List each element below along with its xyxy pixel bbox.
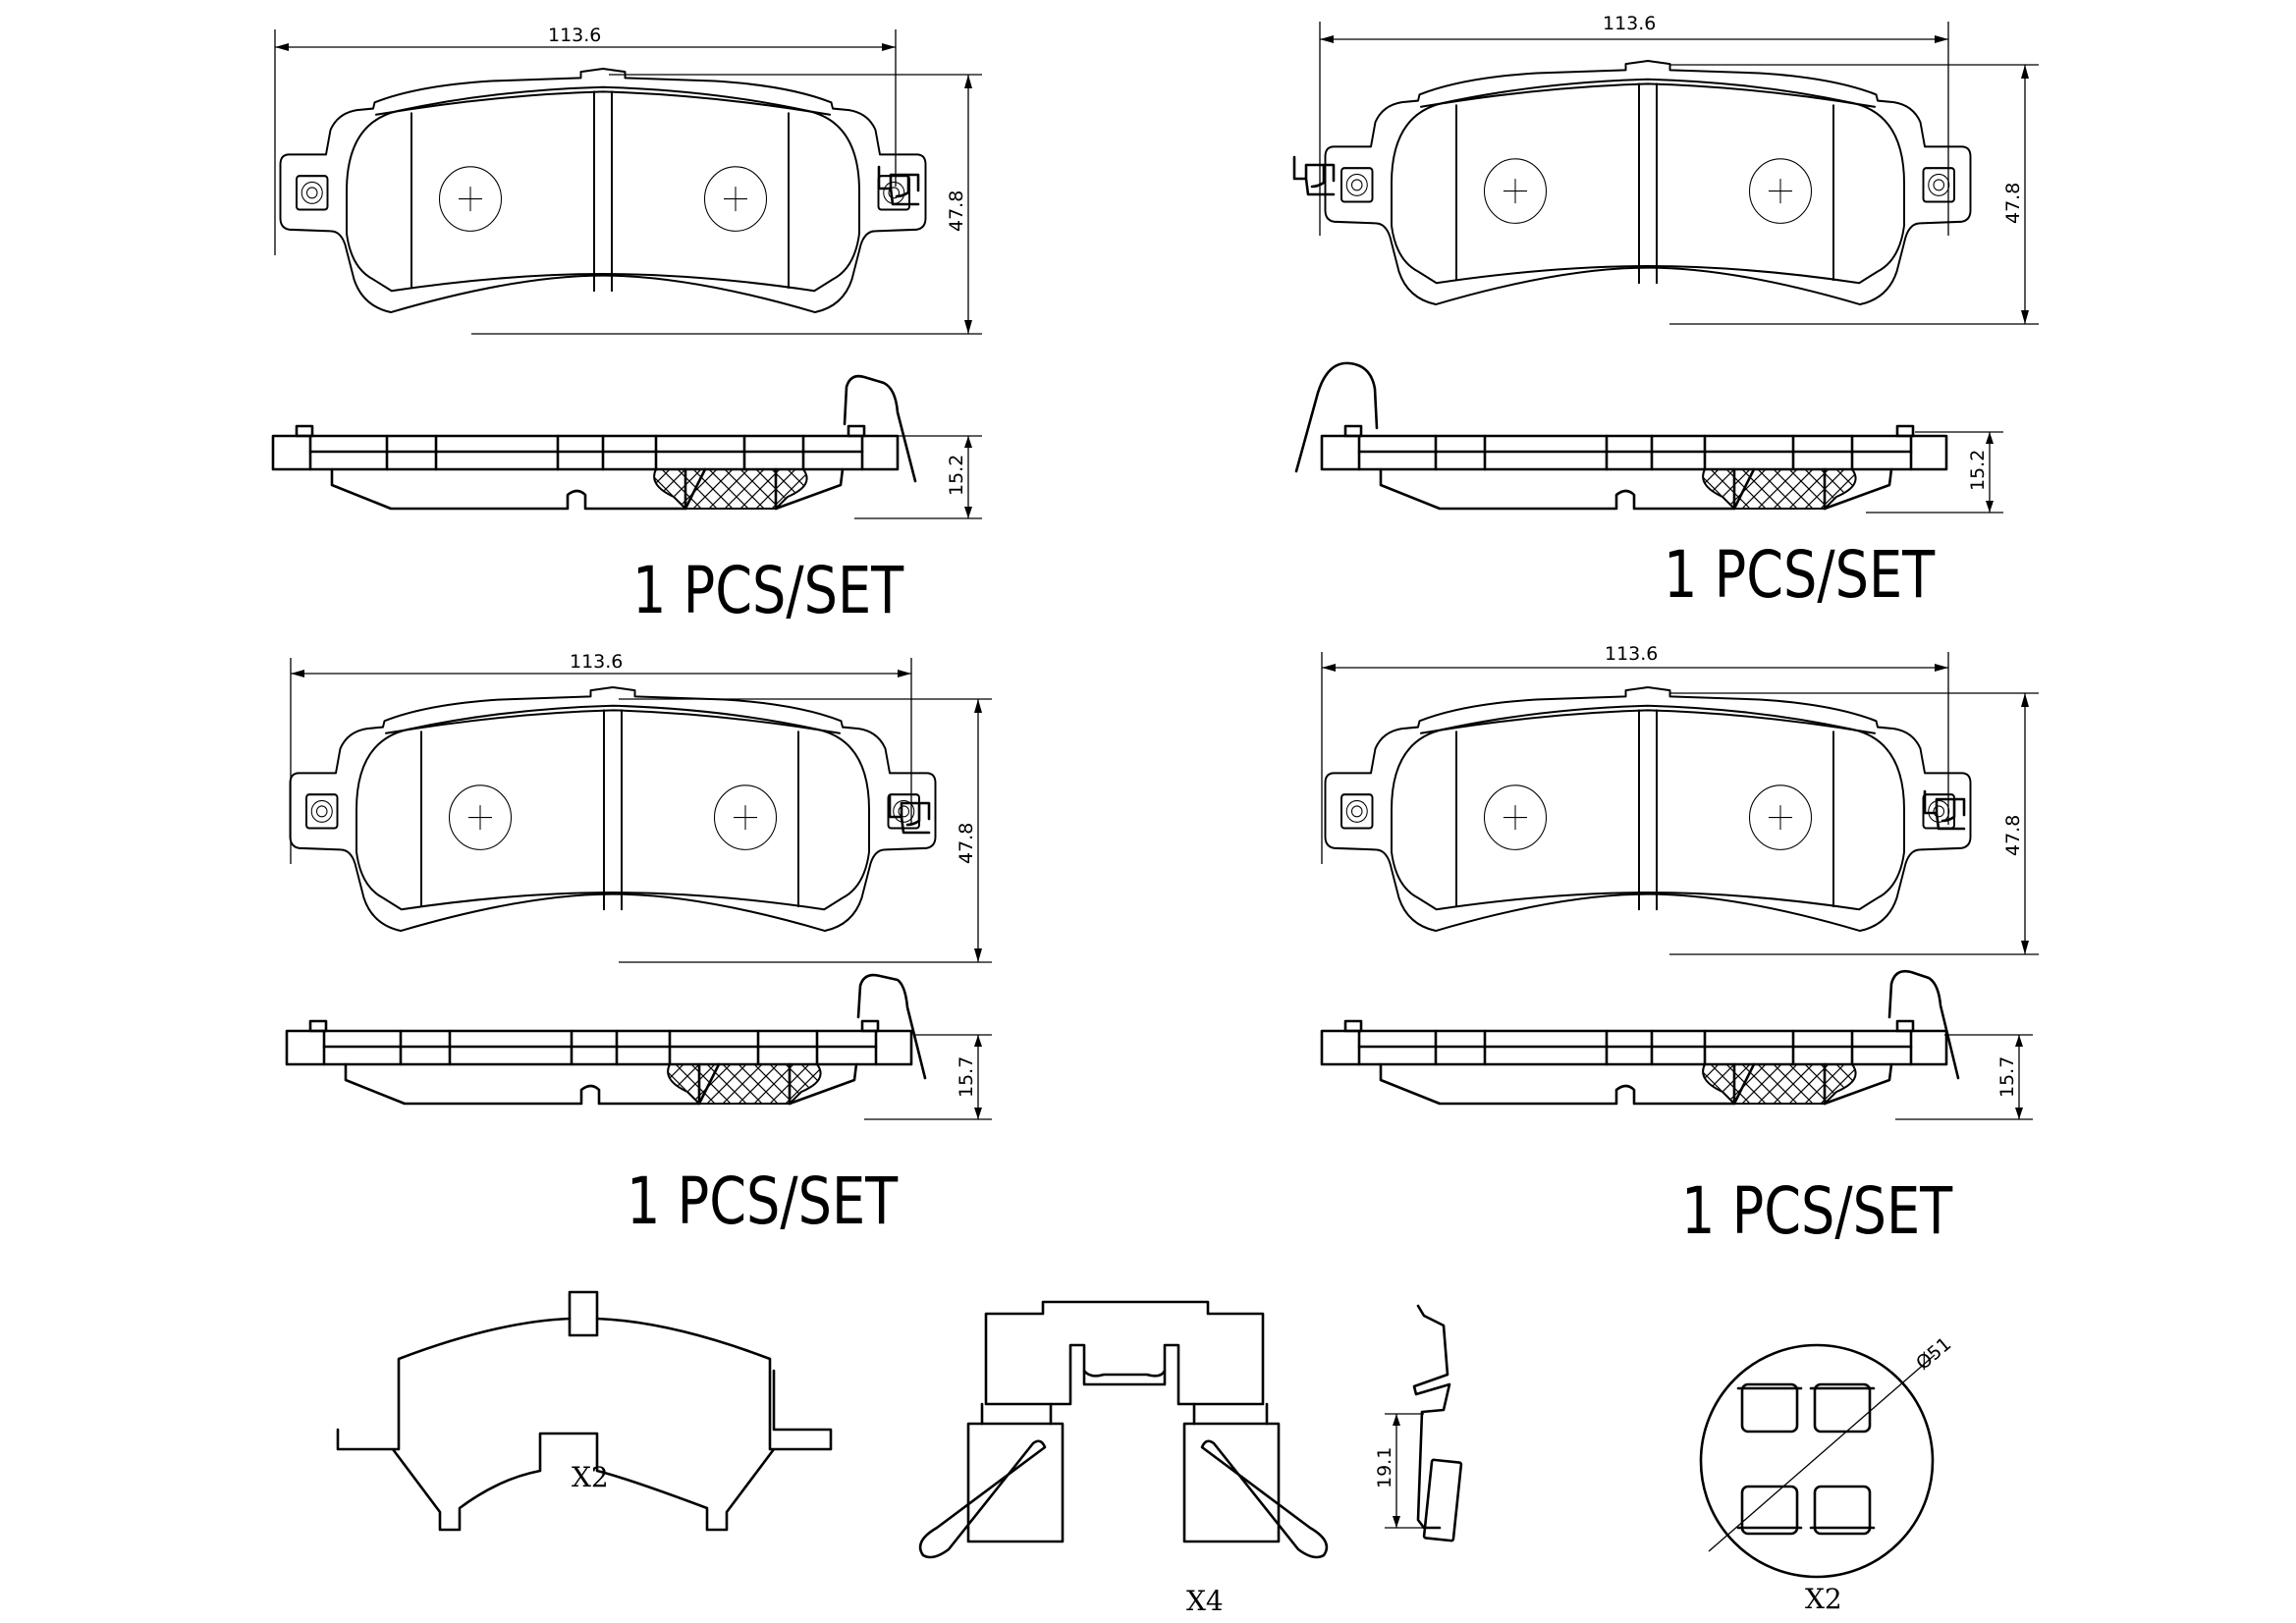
pad-3-thickness-label: 15.7 [956,1056,977,1098]
pad-1-thickness-dim: 15.2 [854,435,982,519]
pad-2: 113.6 47.8 15.2 1 PCS/SET [1292,13,2039,614]
pad-4-side-sensor [1887,969,1960,1080]
pad-4-thickness-dim: 15.7 [1895,1034,2033,1120]
pad-1-quantity: 1 PCS/SET [632,554,904,629]
pad-1: 113.6 47.8 15.2 1 PCS/SET [271,25,982,629]
clip-side-view: 19.1 [1374,1304,1463,1542]
pad-1-side-sensor [843,374,917,483]
pad-2-side-sensor [1294,361,1379,473]
pad-4: 113.6 47.8 15.7 1 PCS/SET [1320,643,2039,1250]
pad-1-width-label: 113.6 [548,25,601,46]
pad-3-side-view [285,1019,913,1106]
pad-4-side-view [1320,1019,1948,1106]
pad-4-width-label: 113.6 [1605,643,1658,665]
pad-1-side-view [271,424,900,511]
pad-2-sensor [1292,155,1336,196]
pad-2-height-dim: 47.8 [1669,64,2039,325]
pad-3: 113.6 47.8 15.7 1 PCS/SET [285,651,992,1240]
shim-plate: X2 [336,1290,833,1532]
pad-3-thickness-dim: 15.7 [864,1034,992,1120]
pad-4-quantity: 1 PCS/SET [1681,1174,1953,1250]
pad-3-width-dim: 113.6 [290,651,912,864]
abutment-clip: X4 [918,1300,1329,1617]
pad-2-side-view [1320,424,1948,511]
pad-1-height-label: 47.8 [946,190,967,232]
pad-3-front-view [289,685,937,933]
pad-2-front-view [1324,59,1972,306]
pad-3-sensor [888,793,931,835]
pin-set: Ø51 X2 [1699,1333,1955,1615]
pad-2-thickness-dim: 15.2 [1866,431,2003,514]
pad-4-height-label: 47.8 [2002,815,2024,856]
pad-4-front-view [1324,685,1972,933]
clip-height-label: 19.1 [1374,1447,1395,1488]
pad-3-quantity: 1 PCS/SET [627,1164,899,1240]
pad-3-width-label: 113.6 [570,651,623,673]
pad-4-width-dim: 113.6 [1321,643,1949,864]
pad-2-quantity: 1 PCS/SET [1664,538,1936,614]
pad-3-side-sensor [856,973,927,1080]
clip-qty-label: X4 [1186,1585,1224,1617]
pad-2-width-dim: 113.6 [1319,13,1949,236]
pad-1-thickness-label: 15.2 [946,455,967,496]
pad-3-height-dim: 47.8 [619,698,992,963]
pad-1-front-view [279,67,927,314]
pad-1-width-dim: 113.6 [274,25,897,255]
pad-1-height-dim: 47.8 [471,74,982,335]
pad-2-width-label: 113.6 [1603,13,1656,34]
pad-2-height-label: 47.8 [2002,183,2024,224]
pad-4-thickness-label: 15.7 [1996,1056,2018,1098]
pad-3-height-label: 47.8 [956,823,977,864]
pad-4-height-dim: 47.8 [1669,692,2039,955]
pad-4-sensor [1923,789,1966,831]
pin-qty-label: X2 [1805,1583,1842,1615]
shim-qty-label: X2 [572,1461,609,1493]
pad-2-thickness-label: 15.2 [1967,450,1989,491]
